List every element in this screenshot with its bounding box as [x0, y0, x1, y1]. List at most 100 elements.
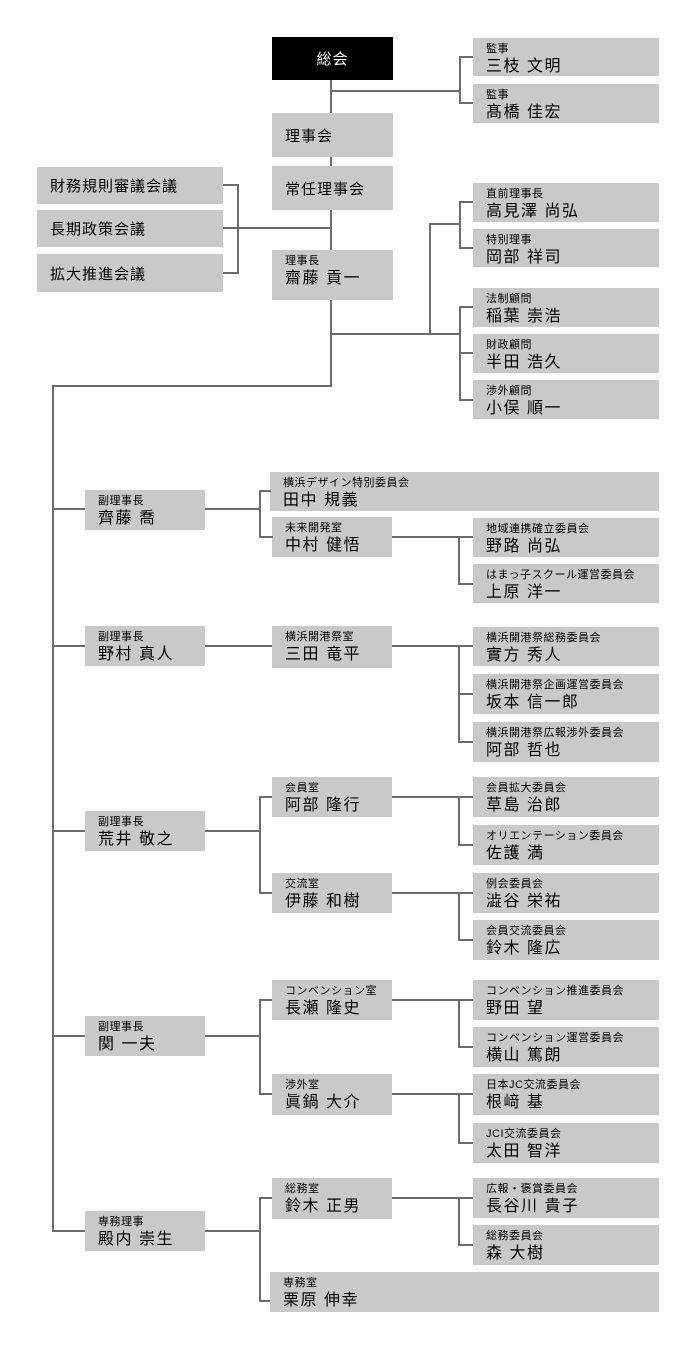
room-title: 専務室 [283, 1277, 318, 1289]
connector-line [223, 184, 238, 186]
room-title: コンベンション室 [285, 985, 377, 997]
connector-line [392, 796, 473, 798]
auditor-name: 三枝 文明 [486, 58, 562, 75]
room-title: 交流室 [285, 878, 320, 890]
connector-line [458, 1093, 460, 1144]
advisor-box: 法制顧問 稲葉 崇浩 [473, 288, 659, 327]
connector-line [259, 999, 261, 1095]
vp-name: 齊藤 喬 [98, 510, 157, 527]
president-name: 齋藤 貢一 [285, 270, 361, 287]
committee-title: オリエンテーション委員会 [486, 830, 624, 842]
auditor-box: 監事 三枝 文明 [473, 38, 659, 76]
room-box: 会員室 阿部 隆行 [272, 777, 392, 817]
committee-box: 地域連携確立委員会 野路 尚弘 [473, 518, 659, 557]
general-assembly-box: 総会 [272, 37, 393, 80]
president-title: 理事長 [285, 255, 320, 267]
connector-line [259, 892, 272, 894]
room-box: 未来開発室 中村 健悟 [272, 517, 392, 557]
committee-name: 草島 治郎 [486, 797, 562, 814]
special-committee-box: 横浜デザイン特別委員会 田中 規義 [270, 472, 659, 511]
committee-name: 長谷川 貴子 [486, 1198, 580, 1215]
vp-box: 副理事長 齊藤 喬 [85, 490, 205, 530]
connector-line [458, 583, 473, 585]
standing-board-box: 常任理事会 [272, 166, 393, 210]
connector-line [52, 830, 85, 832]
committee-name: 鈴木 隆広 [486, 940, 562, 957]
committee-name: 澁谷 栄祐 [486, 893, 562, 910]
connector-line [259, 796, 272, 798]
connector-line [459, 247, 473, 249]
vp-box: 副理事長 荒井 敬之 [85, 811, 205, 851]
committee-name: 野路 尚弘 [486, 538, 562, 555]
room-box: 渉外室 眞鍋 大介 [272, 1074, 392, 1115]
room-title: 渉外室 [285, 1079, 320, 1091]
connector-line [429, 223, 431, 335]
vp-title: 専務理事 [98, 1216, 144, 1228]
connector-line [205, 830, 260, 832]
room-name: 伊藤 和樹 [285, 893, 361, 910]
connector-line [459, 102, 473, 104]
committee-title: 会員拡大委員会 [486, 782, 567, 794]
connector-line [223, 227, 331, 229]
connector-line [458, 1244, 473, 1246]
room-name: 田中 規義 [283, 492, 359, 509]
room-box: 専務室 栗原 伸幸 [270, 1272, 659, 1312]
connector-line [52, 1035, 85, 1037]
connector-line [458, 796, 460, 846]
room-title: 横浜開港祭室 [285, 631, 354, 643]
room-title: 総務室 [285, 1183, 320, 1195]
council-label: 拡大推進会議 [50, 265, 147, 283]
committee-title: コンベンション推進委員会 [486, 985, 624, 997]
connector-line [458, 536, 460, 585]
room-title: 横浜デザイン特別委員会 [283, 477, 410, 489]
committee-box: 例会委員会 澁谷 栄祐 [473, 873, 659, 913]
connector-line [259, 1300, 270, 1302]
connector-line [392, 1093, 473, 1095]
committee-box: 会員拡大委員会 草島 治郎 [473, 777, 659, 817]
connector-line [429, 223, 460, 225]
room-name: 阿部 隆行 [285, 797, 361, 814]
vp-name: 関 一夫 [98, 1036, 157, 1053]
connector-line [392, 999, 473, 1001]
board-of-directors-box: 理事会 [272, 113, 393, 157]
connector-line [237, 184, 239, 274]
standing-board-label: 常任理事会 [285, 180, 366, 198]
board-of-directors-label: 理事会 [285, 127, 334, 145]
room-name: 栗原 伸幸 [283, 1292, 359, 1309]
advisor-name: 稲葉 崇浩 [486, 308, 562, 325]
advisor-title: 渉外顧問 [486, 385, 532, 397]
connector-line [259, 536, 273, 538]
advisor-name: 高見澤 尚弘 [486, 203, 580, 220]
committee-name: 横山 篤朗 [486, 1047, 562, 1064]
committee-box: コンベンション推進委員会 野田 望 [473, 980, 659, 1020]
connector-line [205, 1035, 260, 1037]
connector-line [459, 352, 473, 354]
committee-box: 横浜開港祭広報渉外委員会 阿部 哲也 [473, 722, 659, 762]
advisor-title: 直前理事長 [486, 188, 544, 200]
connector-line [205, 645, 272, 647]
room-name: 長瀬 隆史 [285, 1000, 361, 1017]
committee-title: 横浜開港祭広報渉外委員会 [486, 727, 624, 739]
connector-line [259, 490, 261, 538]
executive-director-box: 専務理事 殿内 崇生 [85, 1211, 205, 1251]
committee-title: 日本JC交流委員会 [486, 1079, 581, 1091]
president-box: 理事長 齋藤 貢一 [272, 250, 393, 300]
connector-line [459, 56, 473, 58]
advisor-box: 財政顧問 半田 浩久 [473, 334, 659, 373]
committee-title: 横浜開港祭企画運営委員会 [486, 679, 624, 691]
committee-box: はまっ子スクール運営委員会 上原 洋一 [473, 564, 659, 603]
connector-line [52, 645, 85, 647]
advisor-name: 岡部 祥司 [486, 249, 562, 266]
vp-box: 副理事長 野村 真人 [85, 626, 205, 666]
connector-line [259, 1197, 272, 1199]
committee-title: 例会委員会 [486, 878, 544, 890]
connector-line [259, 1093, 272, 1095]
connector-line [52, 508, 85, 510]
auditor-title: 監事 [486, 43, 509, 55]
committee-title: 横浜開港祭総務委員会 [486, 632, 601, 644]
connector-line [459, 56, 461, 104]
committee-name: 野田 望 [486, 1000, 545, 1017]
room-title: 未来開発室 [285, 522, 343, 534]
connector-line [392, 1197, 473, 1199]
